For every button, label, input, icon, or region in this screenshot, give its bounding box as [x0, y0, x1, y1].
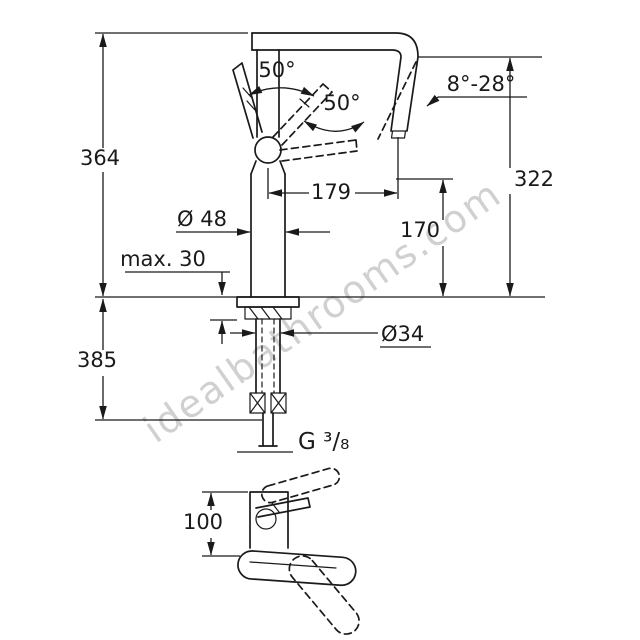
- dim-d48-label: Ø 48: [177, 207, 227, 231]
- angle-50-lower-arc-left: [303, 120, 336, 132]
- dim-170-label: 170: [400, 218, 440, 242]
- lever-joint-ball: [254, 136, 282, 164]
- spout-aerator: [390, 130, 408, 139]
- dim-thread-label: G ³/₈: [298, 429, 349, 455]
- base-flange: [236, 296, 300, 308]
- lever-solid-hatch: [242, 87, 256, 111]
- dim-179-label: 179: [311, 180, 351, 204]
- dim-385-label: 385: [77, 348, 117, 372]
- bv-lever-solid: [255, 497, 311, 518]
- deck-washer: [244, 306, 292, 320]
- faucet-main-view: [232, 32, 419, 447]
- bv-lever-dashed: [260, 467, 341, 504]
- spout-inner-edge: [251, 49, 402, 132]
- supply-tube: [258, 412, 278, 447]
- deck-washer-hatch: [248, 306, 283, 320]
- bv-spout-dashed: [288, 555, 360, 635]
- dim-d34-label: Ø34: [381, 322, 424, 346]
- dim-angle-range-label: 8°-28°: [447, 72, 516, 96]
- mounting-nut-right: [270, 392, 287, 414]
- bv-cartridge-circle: [255, 508, 277, 530]
- lever-dashed-up-hatch: [299, 98, 310, 108]
- bv-spout-inner-line: [249, 561, 337, 569]
- spout-outer-edge: [251, 32, 419, 132]
- dim-100-label: 100: [183, 510, 223, 534]
- angle-50-upper-arc-left: [248, 86, 282, 96]
- angle-50-upper-arc-right: [281, 86, 315, 97]
- dimensions-layer: 364 385 322 170 179 Ø 48 max. 30 Ø34: [77, 32, 554, 557]
- dim-322-label: 322: [514, 167, 554, 191]
- bv-spout-solid: [237, 550, 357, 587]
- lever-dashed-flat: [279, 139, 358, 162]
- dim-max30-label: max. 30: [120, 247, 206, 271]
- dim-angle-range-leader: [426, 94, 440, 107]
- bv-lever-hatch: [271, 502, 280, 513]
- angle-50-upper-label: 50°: [258, 58, 295, 82]
- lever-dashed-up: [272, 83, 333, 146]
- mounting-nut-left: [249, 392, 266, 414]
- faucet-bottom-view: [237, 467, 360, 635]
- spout-tilt-dashed-line: [377, 61, 417, 140]
- dim-364-label: 364: [80, 146, 120, 170]
- angle-50-lower-label: 50°: [323, 91, 360, 115]
- joint-flare: [250, 160, 286, 175]
- angle-50-lower-arc-right: [334, 121, 365, 133]
- lever-solid: [232, 62, 263, 139]
